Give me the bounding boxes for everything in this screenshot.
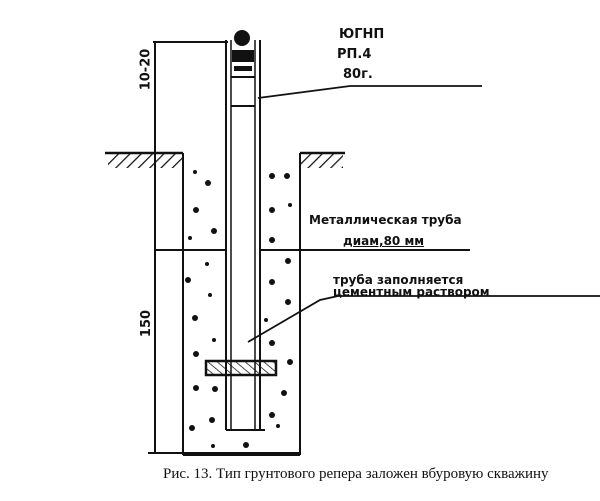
fill-label-2: цементным раствором	[333, 285, 490, 299]
anchor-plate	[204, 359, 278, 377]
pipe-label: Металлическая труба	[309, 213, 462, 227]
figure-caption: Рис. 13. Тип грунтового репера заложен в…	[163, 466, 549, 482]
dimension-depth: 150	[139, 309, 155, 338]
marker-label-number: РП.4	[337, 47, 372, 62]
pipe-diameter-label: диам,80 мм	[343, 234, 425, 248]
marker-label-year: 80г.	[343, 67, 373, 82]
marker-label-org: ЮГНП	[339, 27, 385, 42]
concrete-fill	[185, 170, 293, 448]
dimension-above-ground: 10-20	[138, 48, 154, 91]
benchmark-cap	[234, 30, 250, 46]
fill-label: труба заполняется	[333, 273, 464, 287]
